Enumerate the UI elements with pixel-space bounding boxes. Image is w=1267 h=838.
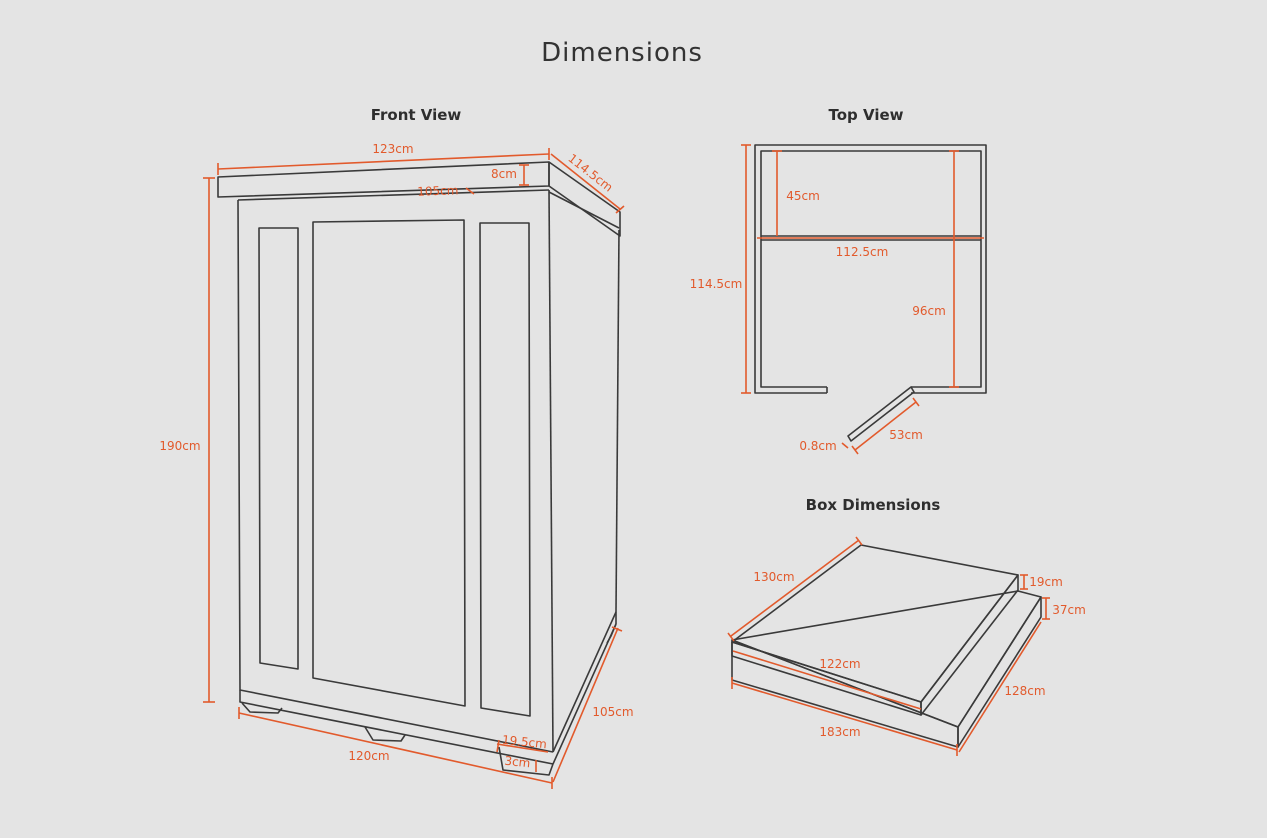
foot-back bbox=[606, 623, 617, 644]
base-plinth-front bbox=[239, 690, 554, 765]
dim-inner-width: 112.5cm bbox=[836, 245, 889, 259]
floorplan-outer-wall bbox=[754, 144, 987, 394]
foot-right bbox=[498, 746, 554, 776]
dim-top-depth: 114.5cm bbox=[690, 277, 743, 291]
top-view-floorplan bbox=[754, 144, 987, 442]
box-view: Box Dimensions 130cm 19cm 37cm bbox=[727, 496, 1086, 756]
dim-width-top: 123cm bbox=[372, 142, 413, 156]
dim-door-width: 53cm bbox=[889, 428, 923, 442]
left-glass-panel bbox=[258, 227, 299, 670]
dim-depth-top: 114.5cm bbox=[565, 151, 615, 194]
front-view-title: Front View bbox=[371, 106, 462, 124]
box-top-front-face bbox=[731, 641, 922, 716]
dim-box-bottom-length: 128cm bbox=[1004, 684, 1045, 698]
dim-height: 190cm bbox=[159, 439, 200, 453]
top-view-title: Top View bbox=[828, 106, 903, 124]
dim-bench-depth: 45cm bbox=[786, 189, 820, 203]
dim-foot-height: 3cm bbox=[504, 754, 531, 771]
dim-box-top-height: 19cm bbox=[1029, 575, 1063, 589]
front-view: Front View bbox=[159, 106, 634, 789]
dim-width-bottom: 120cm bbox=[348, 749, 389, 763]
body-front-left bbox=[237, 199, 554, 753]
page-title: Dimensions bbox=[541, 38, 703, 68]
body-front-right-edge bbox=[548, 189, 554, 753]
door-panel bbox=[312, 219, 466, 707]
floorplan-inner-wall bbox=[760, 150, 982, 388]
top-view-dimensions: 114.5cm 45cm 112.5cm 96cm 53cm 0.8cm bbox=[690, 144, 984, 455]
top-view: Top View 114.5cm 45cm 112.5cm 96cm bbox=[690, 106, 987, 455]
dim-box-bottom-width: 183cm bbox=[819, 725, 860, 739]
foot-middle bbox=[364, 726, 406, 742]
box-view-title: Box Dimensions bbox=[806, 496, 941, 514]
box-bottom-side-face bbox=[957, 596, 1042, 748]
dim-inner-depth: 96cm bbox=[912, 304, 946, 318]
body-top-side-edge bbox=[548, 191, 620, 229]
body-bottom-side-edge bbox=[552, 611, 617, 753]
dim-roof-height: 8cm bbox=[491, 167, 517, 181]
foot-left bbox=[241, 702, 283, 714]
body-back-edge bbox=[615, 229, 620, 613]
front-view-dimensions: 123cm 114.5cm 8cm 105cm 190cm 120cm 105c… bbox=[159, 142, 634, 789]
roof-side-face bbox=[548, 161, 621, 237]
dim-box-top-length: 130cm bbox=[753, 570, 794, 584]
front-view-cabinet bbox=[217, 161, 621, 776]
dim-inner-depth: 105cm bbox=[417, 183, 459, 198]
dim-box-bottom-height: 37cm bbox=[1052, 603, 1086, 617]
right-glass-panel bbox=[479, 222, 531, 717]
open-door bbox=[847, 386, 915, 442]
box-bottom-top-face bbox=[731, 590, 1042, 728]
box-dimensions: 130cm 19cm 37cm 122cm 128cm 183cm bbox=[727, 536, 1086, 756]
dim-box-top-width: 122cm bbox=[819, 657, 860, 671]
body-top-edge bbox=[237, 189, 550, 201]
dim-base-height: 19.5cm bbox=[501, 733, 547, 752]
box-top-top-face bbox=[731, 544, 1019, 703]
dim-door-thickness: 0.8cm bbox=[799, 439, 836, 453]
box-top-side-face bbox=[920, 574, 1019, 716]
base-plinth-side bbox=[552, 623, 617, 765]
dim-depth-bottom: 105cm bbox=[592, 705, 633, 719]
